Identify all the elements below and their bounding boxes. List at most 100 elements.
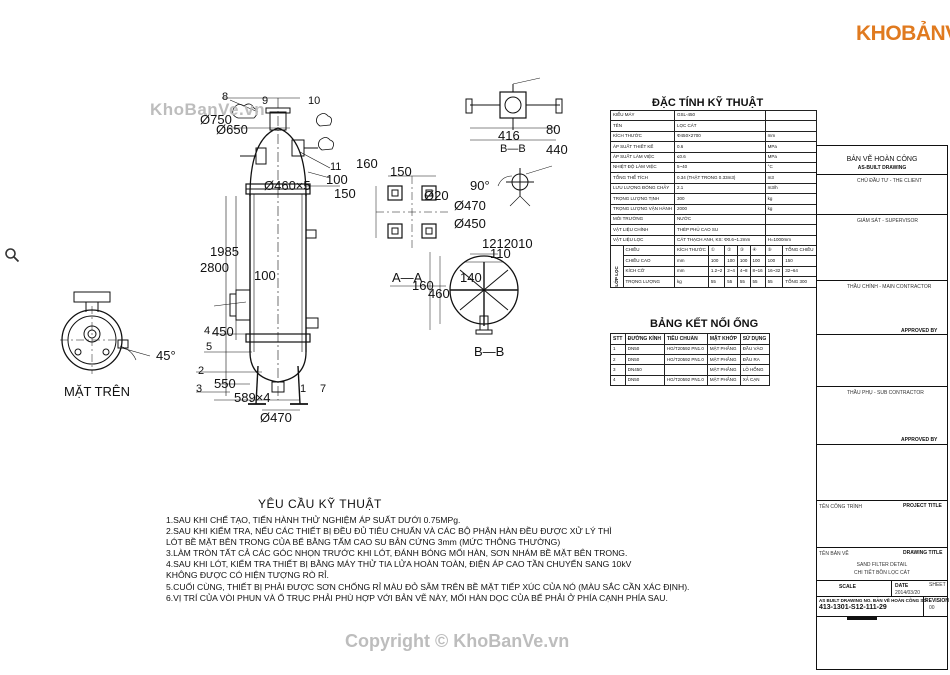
table-cell: kg [764,203,817,215]
section-collector [390,252,519,335]
table-cell: ④ [749,245,766,257]
requirement-line: 2.SAU KHI KIỂM TRA, NẾU CÁC THIẾT BỊ ĐỀU… [166,526,612,537]
table-cell: Φ450×2700 [673,130,766,143]
table-cell: TIÊU CHUẨN [663,333,708,345]
table-cell: CÁT THẠCH ANH, KS: Φ0.6~1.2mm [673,234,766,247]
magnifier-icon[interactable] [4,247,20,263]
table-cell: ① [707,245,726,257]
table-cell: HG/T20592 PN1.0 [663,343,708,356]
dim-110: 110 [490,246,511,261]
table-cell: m3/h [764,182,817,195]
table-cell: VẬT LIỆU LỌC [610,234,675,247]
table-cell: TRỌNG LƯỢNG TỊNH [610,193,675,205]
table-cell: 8~16 [749,265,766,278]
table-cell: 150 [782,255,817,267]
dim-416: 416 [498,128,520,143]
requirements-list: 1.SAU KHI CHẾ TẠO, TIẾN HÀNH THỬ NGHIỆM … [166,515,689,604]
table-cell: KÍCH CỠ [622,265,675,278]
requirements-title: YÊU CẦU KỸ THUẬT [258,497,382,511]
dim-100a: 100 [326,172,348,187]
tb-asbuilt-no: AS BUILT DRAWING NO. BẢN VẼ HOÀN CÔNG SỐ [819,598,927,603]
table-cell: TÊN [610,120,675,132]
dim-440: 440 [546,142,568,157]
table-cell [764,120,817,132]
table-cell: 4 [610,374,626,386]
dim-1985: 1985 [210,244,239,259]
table-cell [764,109,817,122]
requirement-line: 1.SAU KHI CHẾ TẠO, TIẾN HÀNH THỬ NGHIỆM … [166,515,461,525]
table-cell: CHIỀU [622,245,675,257]
table-cell: kg [764,193,817,205]
dim-d750: Ø750 [200,112,232,127]
table-cell: ÁP SUẤT THIẾT KẾ [610,141,675,153]
table-cell: TỔNG THỂ TÍCH [610,172,675,184]
table-cell: 2~4 [724,265,738,278]
requirement-line: 4.SAU KHI LÓT, KIỂM TRA THIẾT BỊ BẰNG MÁ… [166,559,632,570]
tb-date-label: DATE [895,583,909,589]
table-cell: LỖ HỔNG [739,364,771,376]
tb-approved-2: APPROVED BY [901,437,938,443]
table-cell: 100 [736,255,751,267]
table-cell: 100 [707,255,726,267]
table-cell: 32~64 [782,265,817,278]
dim-160b: 160 [412,278,434,293]
table-cell: KÍCH THƯỚC [610,130,675,143]
table-cell: 300 [673,193,766,205]
table-cell: 2.1 [673,182,766,195]
requirement-line: 6.VỊ TRÍ CỦA VÒI PHUN VÀ Ổ TRỤC PHẢI PHÙ… [166,592,668,603]
table-cell: ĐƯỜNG KÍNH [624,333,665,345]
dim-11: 11 [330,161,341,173]
dim-80: 80 [546,122,560,137]
table-cell: NHIỆT ĐỘ LÀM VIỆC [610,161,675,174]
table-cell: DN50 [624,343,665,356]
table-cell: MẶT PHẲNG [706,374,741,386]
table-cell: TRỌNG LƯỢNG [622,276,675,288]
table-cell: SỬ DỤNG [739,333,771,345]
dim-2: 2 [198,365,204,377]
table-cell: LỌC CÁT [673,120,766,132]
table-cell: ≤0.6 [673,151,766,163]
watermark-copyright: Copyright © KhoBanVe.vn [345,631,570,651]
requirement-line: 5.CUỐI CÙNG, THIẾT BỊ PHẢI ĐƯỢC SƠN CHỐN… [166,581,690,592]
table-cell: ② [724,245,738,257]
table-cell: 2000 [673,203,766,215]
dim-550: 550 [214,376,236,391]
table-cell: NƯỚC [673,213,766,226]
dim-589x4: 589×4 [234,390,271,405]
table-cell: 0.6 [673,141,766,153]
dim-100b: 100 [254,268,276,283]
tb-drawing-name-vi: CHI TIẾT BỒN LỌC CÁT [854,570,910,576]
tb-revision-value: 00 [929,605,935,611]
view-label-bb-small: B—B [500,143,526,155]
table-cell [764,213,817,226]
dim-d450: Ø450 [454,216,486,231]
table-cell: 100 [724,255,738,267]
dim-10: 10 [308,95,320,107]
table-cell: 100 [749,255,766,267]
table-cell: MẶT PHẲNG [706,354,741,366]
table-cell: MẶT PHẲNG [706,343,741,356]
dim-1212010: 1212010 [482,236,533,251]
table-cell: 100 [764,255,784,267]
table-cell: MẶT KHỚP [706,333,741,345]
table-cell: DN50 [624,374,665,386]
tb-project-vi: TÊN CÔNG TRÌNH [819,504,862,510]
dim-450: 450 [212,324,234,339]
title-block: BẢN VẼ HOÀN CÔNG AS-BUILT DRAWING CHỦ ĐẦ… [816,145,949,670]
table-cell: THÉP PHỦ CAO SU [673,224,766,236]
tb-supervisor: GIÁM SÁT - SUPERVISOR [857,218,918,224]
dim-d470a: Ø470 [260,410,292,425]
dim-d470b: Ø470 [454,198,486,213]
table-cell: 1.2~2 [707,265,726,278]
table-cell: VẬT LIỆU CHÍNH [610,224,675,236]
